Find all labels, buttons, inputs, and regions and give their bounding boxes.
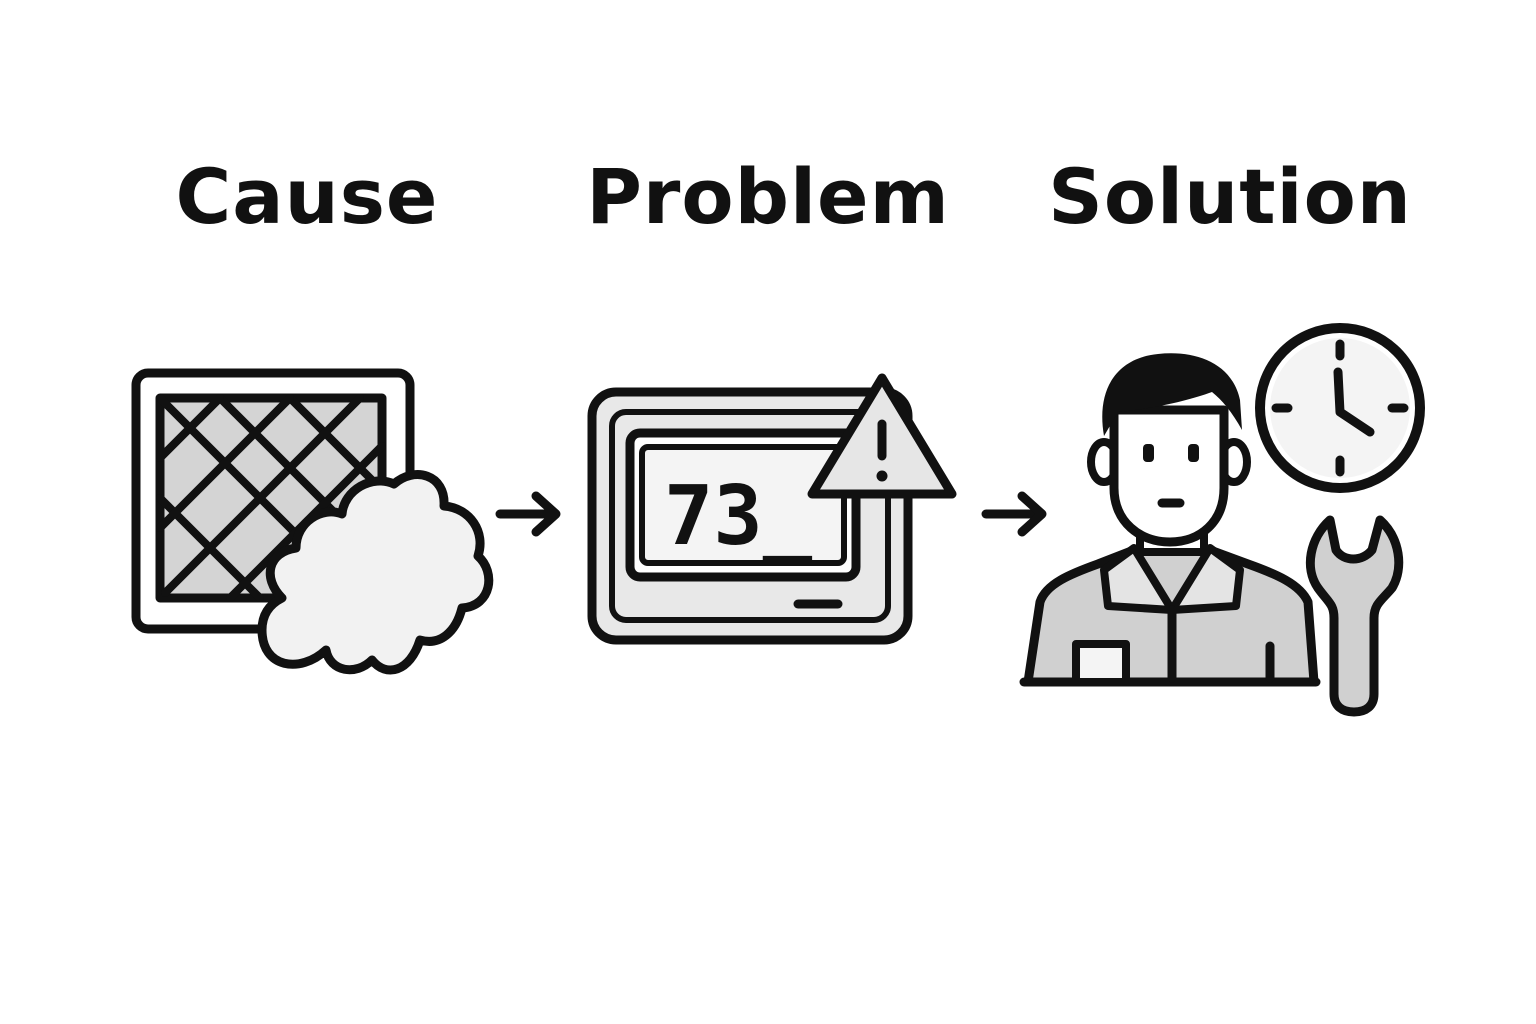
- dust-cloud-icon: [257, 470, 494, 675]
- thermostat-warning-icon: 73_: [587, 373, 957, 645]
- warning-icon: [807, 373, 957, 499]
- arrow-right-icon: [981, 491, 1047, 537]
- thermostat-display-readout: 73_: [664, 469, 813, 564]
- technician-repair-icon: [1019, 353, 1321, 687]
- step-title-solution: Solution: [1048, 152, 1412, 241]
- clogged-air-filter-icon: [131, 368, 494, 675]
- step-title-cause: Cause: [175, 152, 439, 241]
- arrow-right-icon: [495, 491, 561, 537]
- step-title-problem: Problem: [586, 152, 950, 241]
- clock-icon: [1255, 323, 1425, 493]
- wrench-icon: [1305, 515, 1404, 717]
- technician-hair: [1102, 353, 1242, 436]
